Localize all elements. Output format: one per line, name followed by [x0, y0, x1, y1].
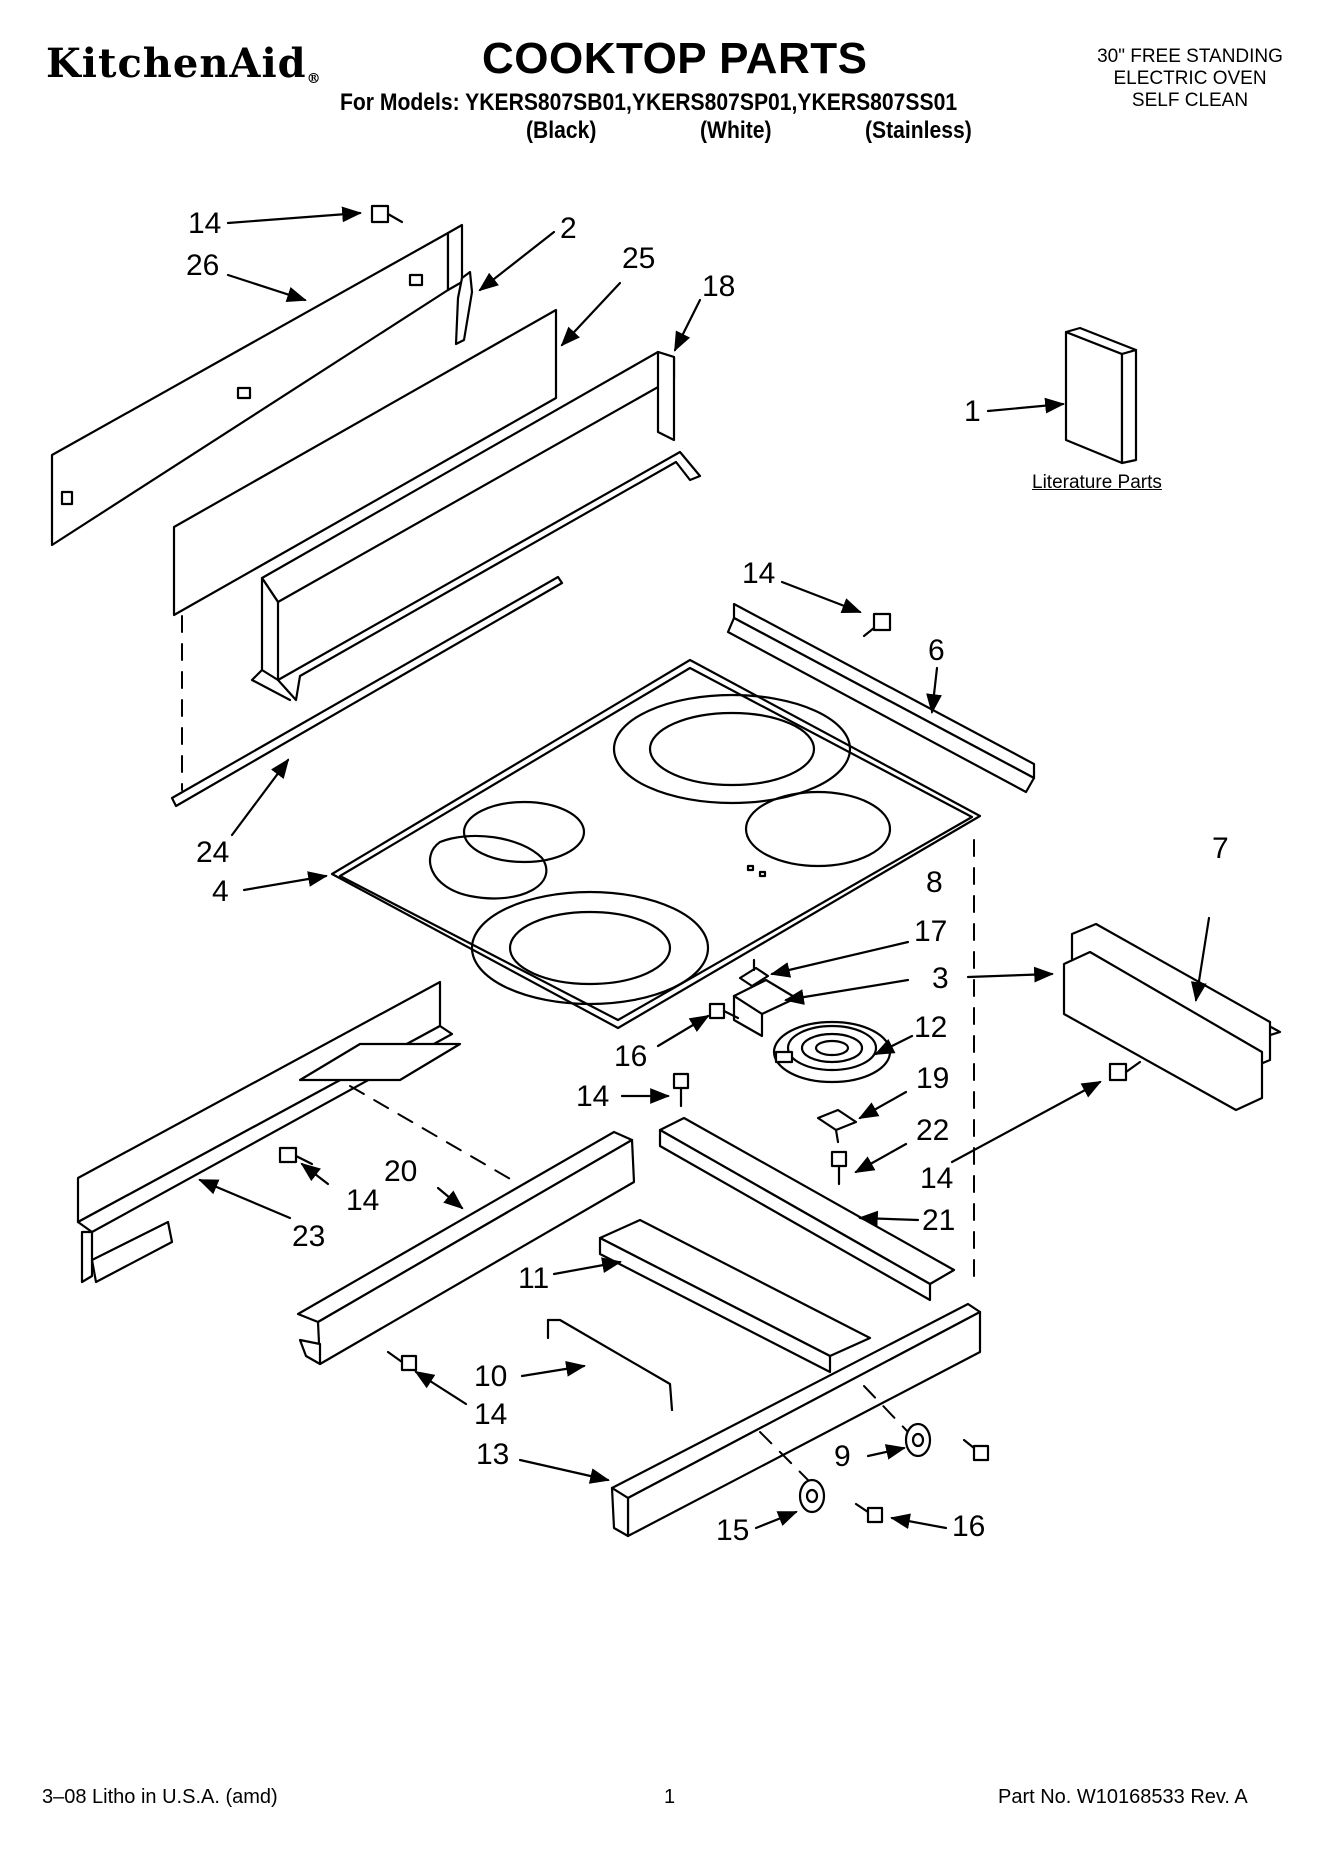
part-15-roller	[798, 1478, 826, 1514]
callout-21: 21	[922, 1204, 956, 1237]
part-23-front-bracket	[76, 980, 462, 1284]
part-4-cooktop-glass	[330, 658, 982, 1030]
part-24-trim	[170, 575, 564, 808]
part-22-screw	[830, 1150, 848, 1186]
callout-24: 24	[196, 836, 230, 869]
callout-8: 8	[926, 866, 943, 899]
part-6-rear-trim	[726, 602, 1036, 794]
part-17-bracket	[732, 978, 798, 1038]
callout-18: 18	[702, 270, 736, 303]
callout-14-a: 14	[188, 207, 222, 240]
footer-page-number: 1	[664, 1786, 676, 1808]
part-19-clip	[816, 1108, 858, 1144]
callout-17: 17	[914, 915, 948, 948]
part-21-rail	[658, 1116, 956, 1302]
part-10-bracket	[546, 1318, 674, 1412]
part-25-panel	[172, 308, 558, 617]
callout-2: 2	[560, 212, 577, 245]
part-14-screw-front	[386, 1350, 418, 1372]
leader-arrows	[198, 206, 1211, 1530]
part-14-screw-center	[672, 1072, 690, 1108]
brand-logo: KitchenAid®	[46, 40, 322, 87]
part-1-literature	[1064, 326, 1138, 465]
callout-4: 4	[212, 875, 229, 908]
part-14-screw-left	[278, 1146, 314, 1166]
part-13-front-rail	[610, 1302, 982, 1538]
callout-11: 11	[518, 1262, 550, 1295]
brand-name: KitchenAid	[46, 40, 307, 87]
callout-1: 1	[964, 395, 981, 428]
callout-3: 3	[932, 962, 949, 995]
callout-12: 12	[914, 1011, 948, 1044]
part-8-switch	[738, 958, 770, 988]
callout-20: 20	[384, 1155, 418, 1188]
footer-litho: 3–08 Litho in U.S.A. (amd)	[42, 1786, 278, 1808]
callout-14-d: 14	[920, 1162, 954, 1195]
callout-14-f: 14	[474, 1398, 508, 1431]
callout-23: 23	[292, 1220, 326, 1253]
spec-line-3: SELF CLEAN	[1131, 90, 1249, 111]
footer-part-number: Part No. W10168533 Rev. A	[998, 1786, 1248, 1808]
callout-13: 13	[476, 1438, 510, 1471]
part-16-screw-mid	[708, 1002, 740, 1020]
variant-white: (White)	[700, 117, 772, 144]
brand-mark: ®	[306, 71, 322, 87]
callout-6: 6	[928, 634, 945, 667]
literature-parts-label: Literature Parts	[1032, 472, 1162, 493]
callout-14-b: 14	[742, 557, 776, 590]
callout-14-e: 14	[346, 1184, 380, 1217]
variant-black: (Black)	[526, 117, 597, 144]
callout-19: 19	[916, 1062, 950, 1095]
variant-stainless: (Stainless)	[865, 117, 972, 144]
part-20-rail	[296, 1130, 636, 1366]
callout-14-c: 14	[576, 1080, 610, 1113]
part-14-screw-top	[370, 204, 404, 224]
part-2-bracket	[454, 270, 474, 346]
models-line: For Models: YKERS807SB01,YKERS807SP01,YK…	[340, 89, 958, 116]
callout-7: 7	[1212, 832, 1229, 865]
page-title: COOKTOP PARTS	[482, 34, 868, 83]
callout-15: 15	[716, 1514, 750, 1547]
part-9-roller	[904, 1422, 932, 1458]
callout-22: 22	[916, 1114, 950, 1147]
spec-line-1: 30" FREE STANDING	[1097, 46, 1283, 67]
callout-16-a: 16	[614, 1040, 648, 1073]
callout-9: 9	[834, 1440, 851, 1473]
part-16-screw-lower	[854, 1502, 884, 1524]
callout-25: 25	[622, 242, 656, 275]
part-14-screw-rear	[862, 612, 892, 638]
part-16-screw-right	[962, 1438, 990, 1462]
spec-line-2: ELECTRIC OVEN	[1113, 68, 1267, 89]
part-18-frame	[250, 350, 702, 702]
part-3-side-bracket	[1062, 922, 1272, 1112]
callout-10: 10	[474, 1360, 508, 1393]
part-14-screw-right	[1108, 1060, 1142, 1082]
part-11-cross-member	[598, 1218, 872, 1374]
part-12-surface-element	[772, 1020, 892, 1084]
callout-26: 26	[186, 249, 220, 282]
callout-16-b: 16	[952, 1510, 986, 1543]
spec-block: 30" FREE STANDING ELECTRIC OVEN SELF CLE…	[1060, 46, 1320, 112]
